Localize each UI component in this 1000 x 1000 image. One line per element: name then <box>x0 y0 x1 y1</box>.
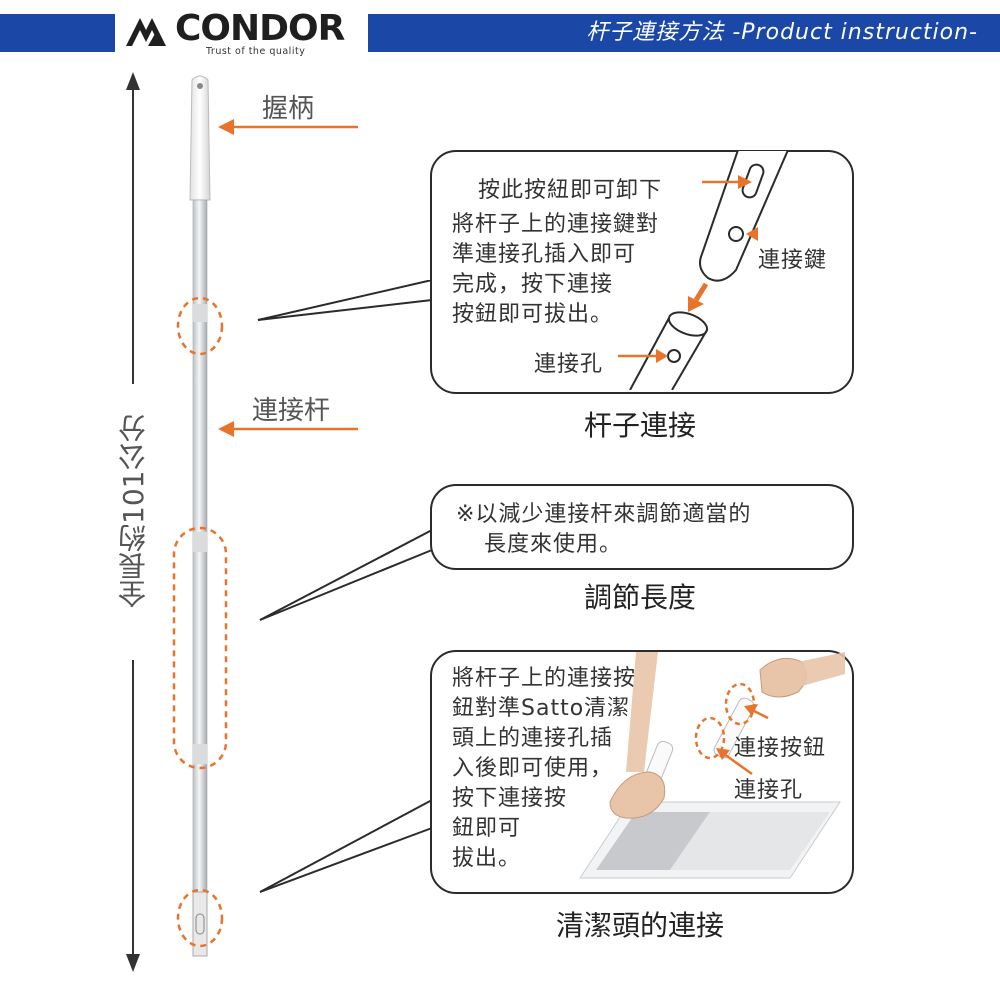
brand-tagline: Trust of the quality <box>206 46 306 57</box>
instruction-line: 按鈕即可拔出。 <box>452 302 614 327</box>
length-adjust-note: ※以減少連接杆來調節適當的 長度來使用。 <box>456 500 836 560</box>
connection-button-label: 連接按鈕 <box>734 736 827 761</box>
pole-connection-panel <box>430 150 854 394</box>
pole-connection-caption: 杆子連接 <box>583 409 696 442</box>
connection-key-label: 連接鍵 <box>758 248 828 273</box>
instruction-line: 鈕對準Satto清潔 <box>452 696 631 721</box>
page-title: 杆子連接方法 -Product instruction- <box>586 20 978 45</box>
connection-hole-label: 連接孔 <box>534 352 604 377</box>
callout-pointers <box>257 280 433 893</box>
length-adjust-caption: 調節長度 <box>583 581 696 614</box>
head-connection-instructions: 將杆子上的連接按 鈕對準Satto清潔 頭上的連接孔插 入後即可使用， 按下連接… <box>452 664 682 874</box>
head-connection-hole-label: 連接孔 <box>734 778 804 803</box>
instruction-line: 按下連接按 <box>452 786 568 811</box>
pole-label: 連接杆 <box>252 396 331 426</box>
instruction-line: 頭上的連接孔插 <box>452 726 614 751</box>
mop-head-photo <box>579 652 845 879</box>
mop-pole <box>189 75 211 957</box>
instruction-line: 入後即可使用， <box>452 756 614 781</box>
instruction-line: 完成，按下連接 <box>452 272 614 297</box>
instruction-line: 將杆子上的連接鍵對 <box>452 212 660 237</box>
head-connection-caption: 清潔頭的連接 <box>555 909 724 942</box>
joint-highlights <box>172 296 228 948</box>
instruction-line: 準連接孔插入即可 <box>452 242 637 267</box>
length-adjust-panel <box>430 484 854 570</box>
length-arrow <box>126 72 140 972</box>
tube-connection-diagram <box>618 150 790 390</box>
note-line: 長度來使用。 <box>484 532 623 557</box>
instruction-line: 拔出。 <box>452 846 522 871</box>
brand-name: CONDOR <box>175 8 345 49</box>
condor-logo-icon <box>126 18 166 46</box>
instruction-line: 鈕即可 <box>452 816 522 841</box>
instruction-line: 將杆子上的連接按 <box>452 666 637 691</box>
note-line: ※以減少連接杆來調節適當的 <box>456 502 752 527</box>
grip-arrow <box>218 119 358 135</box>
header-bar-left <box>0 14 115 52</box>
total-length-label: 全長約101公分 <box>117 414 150 608</box>
pole-connection-instructions: 將杆子上的連接鍵對 準連接孔插入即可 完成，按下連接 按鈕即可拔出。 <box>452 210 702 330</box>
pole-arrow <box>218 421 358 437</box>
grip-label: 握柄 <box>262 94 315 124</box>
release-note: 按此按紐即可卸下 <box>478 178 663 203</box>
header-bar-right <box>368 14 1000 52</box>
